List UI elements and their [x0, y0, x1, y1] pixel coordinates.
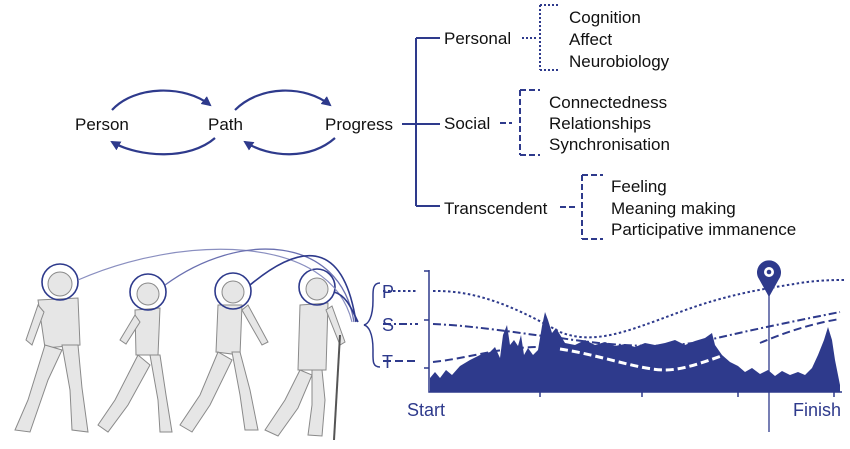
node-path: Path: [208, 115, 243, 134]
item: Feeling: [611, 177, 667, 196]
series-label-p: P: [382, 282, 394, 302]
branch-transcendent: Transcendent: [444, 199, 548, 218]
walker-4: [264, 277, 346, 441]
node-progress: Progress: [325, 115, 393, 134]
series-label-s: S: [382, 315, 394, 335]
x-label-finish: Finish: [793, 400, 841, 420]
walker-1: [14, 271, 89, 433]
series-s-line: [383, 311, 841, 347]
arrow-progress-path: [243, 137, 336, 156]
brace: [363, 282, 381, 368]
walker-focus: [41, 248, 359, 323]
experience-area: [430, 312, 840, 392]
item: Meaning making: [611, 199, 736, 218]
walker-2: [97, 282, 173, 433]
head-circle: [298, 268, 336, 306]
series-t-line: [559, 341, 761, 372]
tree-lines: [402, 4, 603, 240]
node-person: Person: [75, 115, 129, 134]
arrow-path-person: [110, 137, 216, 156]
branch-personal: Personal: [444, 29, 511, 48]
series-p-line: [383, 279, 846, 339]
head-circle: [214, 272, 252, 310]
series-t-line-upper: [383, 318, 841, 363]
item: Participative immanence: [611, 220, 796, 239]
item: Relationships: [549, 114, 651, 133]
head-circle: [129, 273, 167, 311]
walker-figures: [14, 271, 346, 441]
item: Neurobiology: [569, 52, 670, 71]
location-pin-icon: [757, 260, 781, 432]
item: Cognition: [569, 8, 641, 27]
item: Affect: [569, 30, 612, 49]
trajectory-chart: P S T Start Finish: [363, 260, 846, 432]
series-label-t: T: [382, 352, 393, 372]
item: Connectedness: [549, 93, 667, 112]
head-circle: [41, 263, 79, 301]
branch-social: Social: [444, 114, 490, 133]
arrow-path-progress: [234, 89, 332, 111]
arrow-person-path: [111, 89, 212, 111]
item: Synchronisation: [549, 135, 670, 154]
x-label-start: Start: [407, 400, 445, 420]
walker-3: [179, 280, 269, 433]
cycle-arrows: [110, 89, 336, 156]
